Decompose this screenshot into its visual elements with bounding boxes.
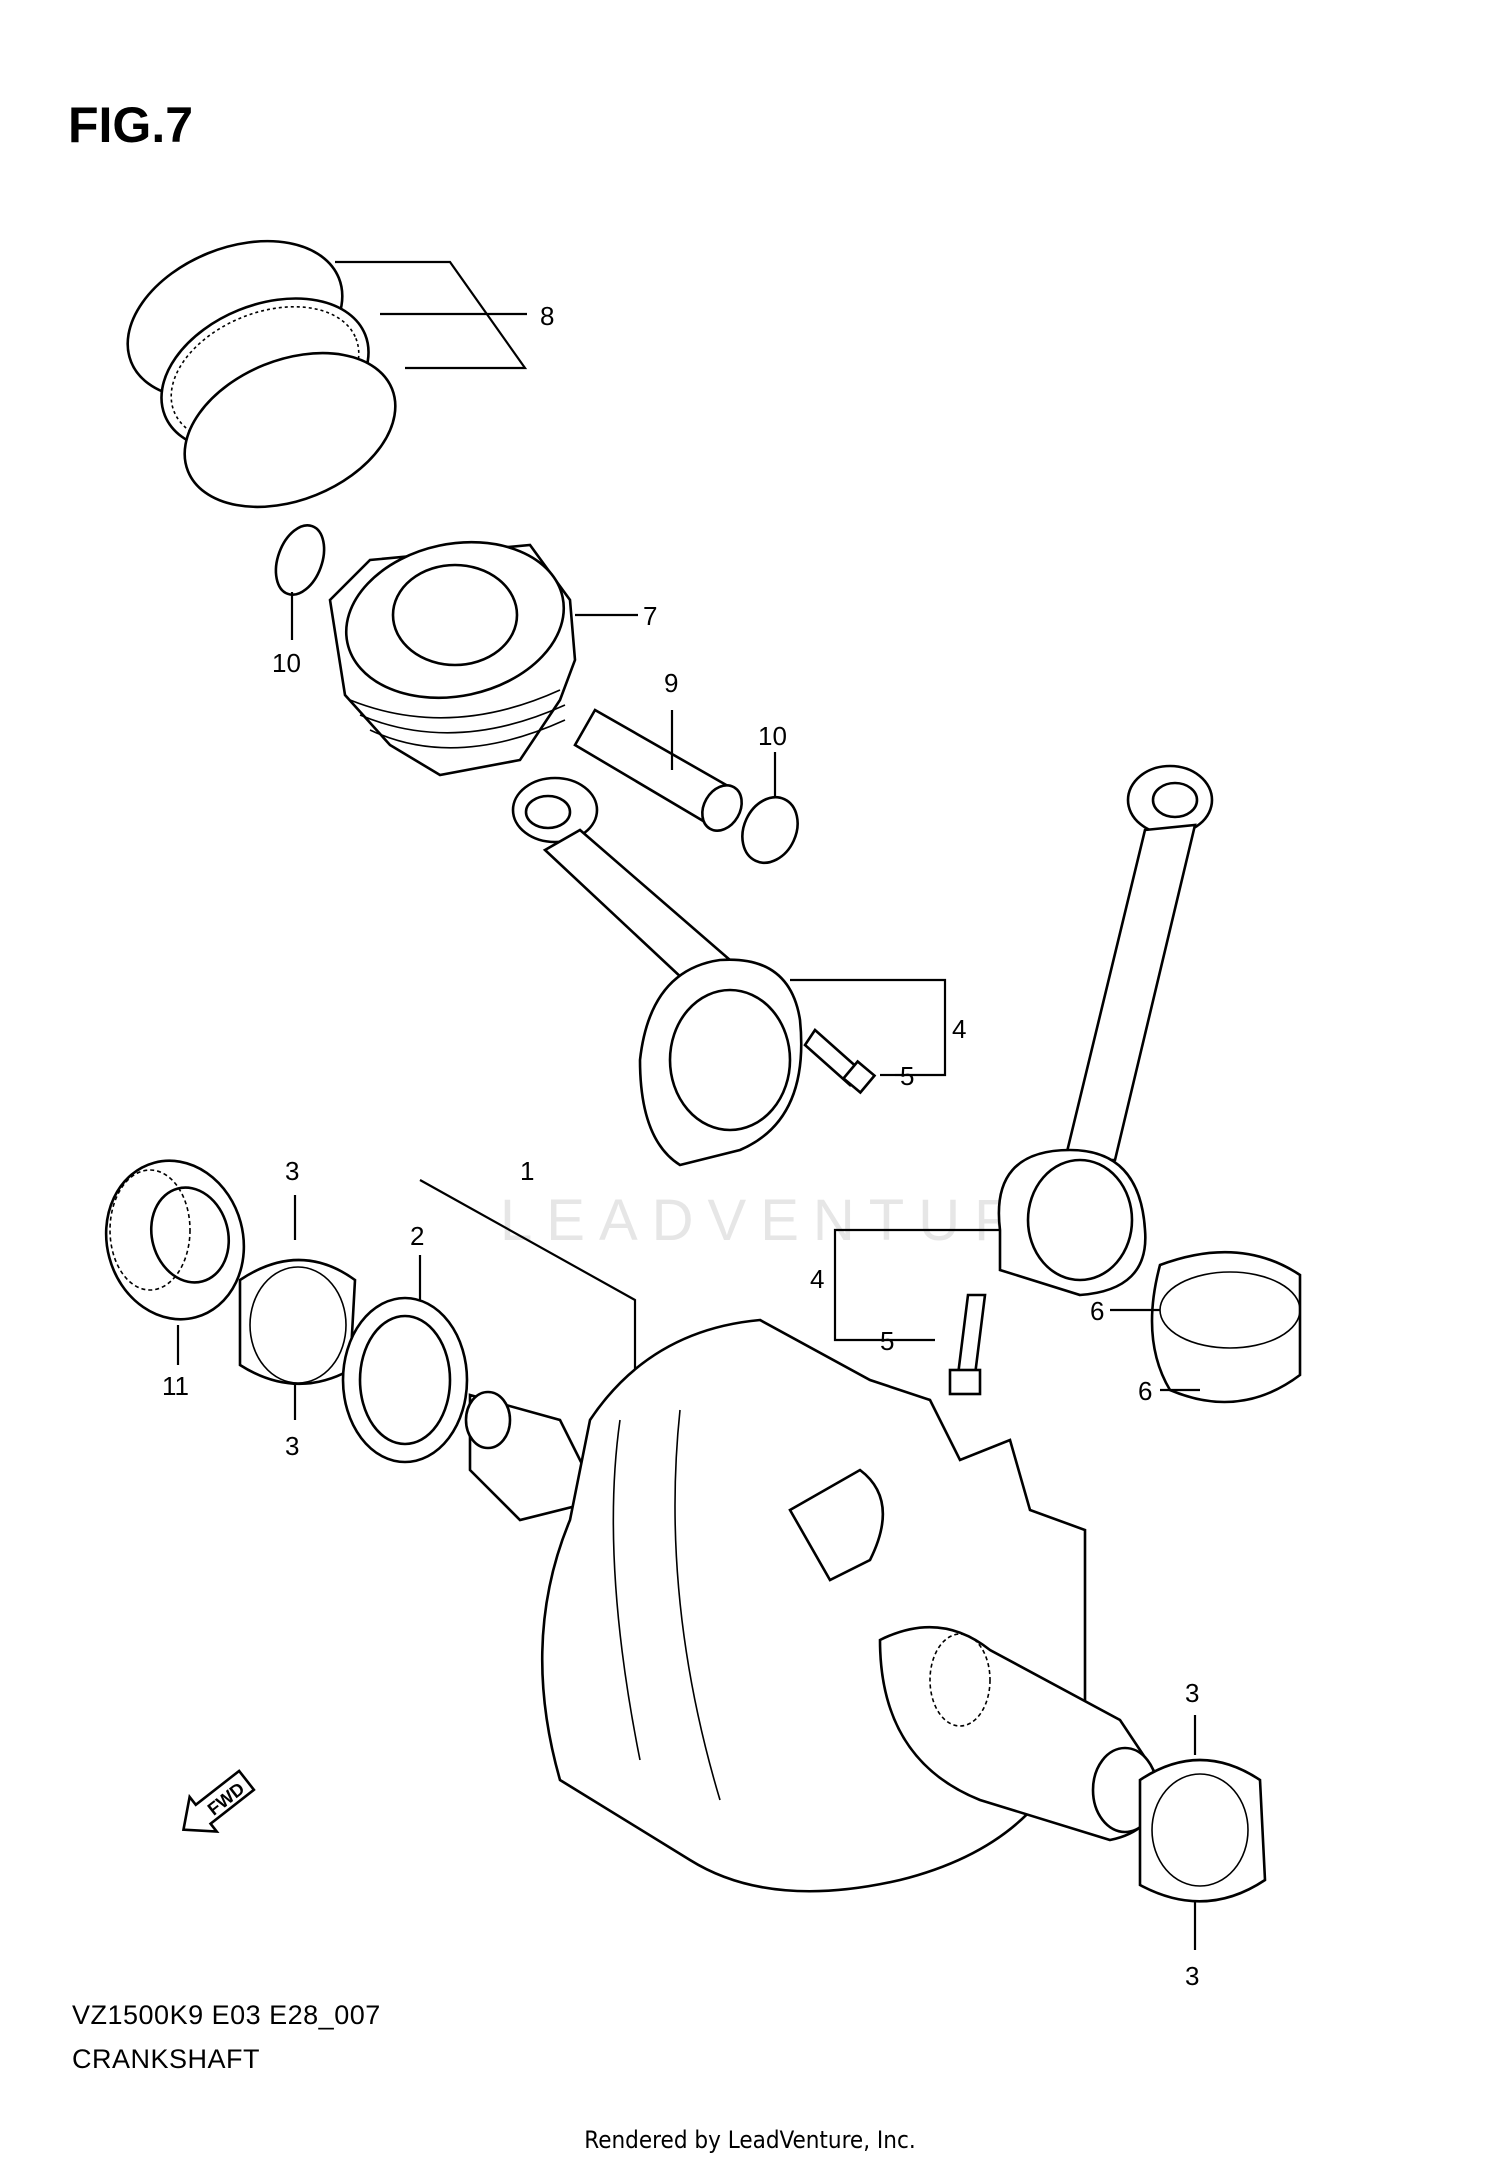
figure-title: FIG.7 (68, 97, 194, 153)
callout-10-right: 10 (758, 721, 787, 751)
callout-4-rear: 4 (810, 1264, 824, 1294)
callout-3-a: 3 (285, 1156, 299, 1186)
leader-1 (419, 1179, 637, 1380)
callout-6-lower: 6 (1138, 1376, 1152, 1406)
callout-9: 9 (664, 668, 678, 698)
callout-2: 2 (410, 1221, 424, 1251)
callout-5-front: 5 (900, 1061, 914, 1091)
fwd-direction-arrow: FWD (181, 1769, 256, 1834)
connecting-rod-rear[interactable] (997, 764, 1214, 1297)
crank-pin-bearings[interactable] (1150, 1250, 1302, 1404)
callout-7: 7 (643, 601, 657, 631)
callout-1: 1 (520, 1156, 534, 1186)
primary-drive-gear[interactable] (89, 1145, 262, 1335)
main-bearing-left[interactable] (238, 1258, 357, 1386)
leader-4-front (790, 978, 947, 1077)
piston-pin[interactable] (573, 708, 750, 838)
callout-3-c: 3 (1185, 1678, 1199, 1708)
callout-3-b: 3 (285, 1431, 299, 1461)
model-code: VZ1500K9 E03 E28_007 (72, 2000, 381, 2030)
leader-4-rear (833, 1228, 1000, 1342)
main-bearing-right[interactable] (1138, 1758, 1267, 1903)
callout-8: 8 (540, 301, 554, 331)
callout-4-front: 4 (952, 1014, 966, 1044)
callout-3-d: 3 (1185, 1961, 1199, 1991)
watermark-text: LEADVENTURE (500, 1188, 1083, 1253)
section-name: CRANKSHAFT (72, 2044, 261, 2074)
callout-10-left: 10 (272, 648, 301, 678)
crankshaft[interactable] (464, 1318, 1162, 1893)
thrust-washer[interactable] (341, 1296, 469, 1464)
piston[interactable] (328, 523, 578, 777)
callout-11: 11 (162, 1371, 189, 1401)
con-rod-bolt-front[interactable] (803, 1028, 877, 1095)
callout-6-upper: 6 (1090, 1296, 1104, 1326)
connecting-rod-front[interactable] (511, 776, 803, 1167)
circlip-left[interactable] (267, 519, 333, 602)
con-rod-bolt-rear[interactable] (948, 1293, 987, 1396)
circlip-right[interactable] (732, 788, 808, 872)
rendered-by-footer: Rendered by LeadVenture, Inc. (584, 2126, 916, 2154)
callout-5-rear: 5 (880, 1326, 894, 1356)
piston-rings[interactable] (104, 211, 418, 536)
